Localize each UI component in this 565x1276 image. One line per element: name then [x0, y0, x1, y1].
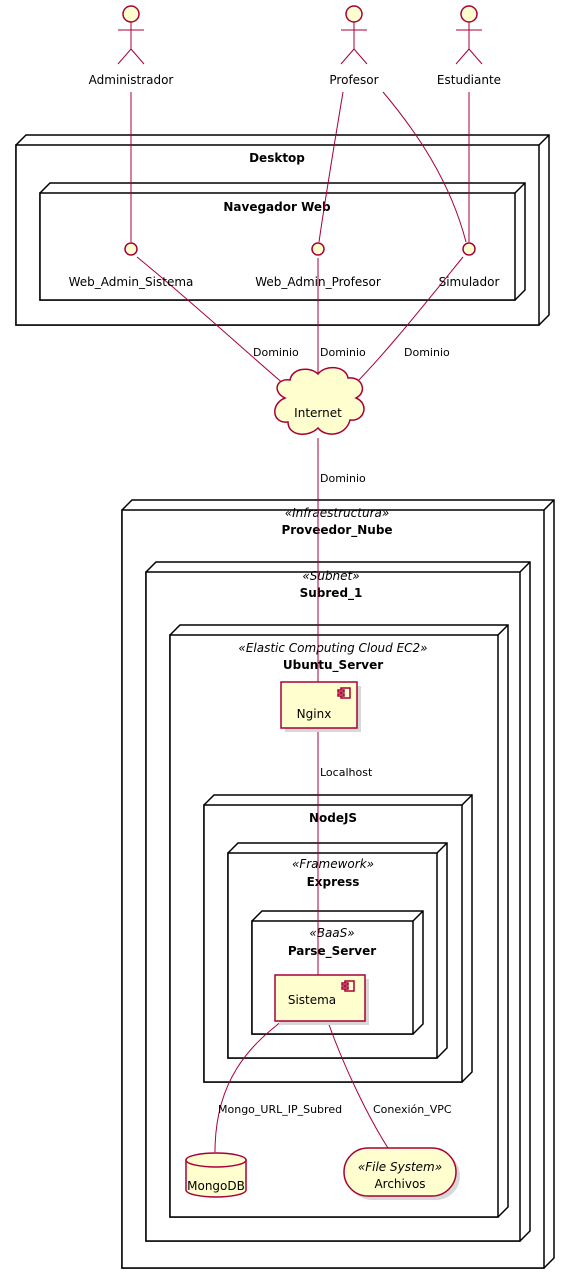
storage-archivos-stereotype: «File System»	[358, 1160, 442, 1174]
component-sistema: Sistema	[274, 974, 369, 1025]
edge-sistema-archivos	[327, 1021, 389, 1149]
actor-profesor-label: Profesor	[329, 73, 378, 87]
node-ubuntu-stereotype: «Elastic Computing Cloud EC2»	[238, 641, 427, 655]
cloud-internet: Internet	[274, 366, 365, 435]
interface-web-admin-profesor-label: Web_Admin_Profesor	[255, 275, 381, 289]
node-navegador-title: Navegador Web	[223, 200, 331, 214]
edge-webadmin-internet	[136, 256, 293, 392]
interface-simulador-label: Simulador	[439, 275, 500, 289]
actor-administrador-label: Administrador	[89, 73, 174, 87]
component-icon	[340, 687, 351, 699]
actor-profesor: Profesor	[329, 5, 379, 87]
interface-web-admin-sistema: Web_Admin_Sistema	[69, 242, 194, 289]
node-express-stereotype: «Framework»	[292, 857, 374, 871]
edge-profesor-webprofesor	[318, 91, 344, 243]
cloud-internet-label: Internet	[294, 406, 342, 420]
component-nginx-label: Nginx	[297, 707, 332, 721]
edges	[130, 91, 470, 1153]
actor-estudiante: Estudiante	[437, 5, 501, 87]
edge-sistema-mongodb	[214, 1017, 287, 1153]
storage-archivos: «File System» Archivos	[343, 1147, 460, 1200]
actor-estudiante-label: Estudiante	[437, 73, 501, 87]
node-nodejs-title: NodeJS	[309, 811, 357, 825]
edge-label-localhost: Localhost	[320, 766, 373, 779]
component-sistema-label: Sistema	[288, 993, 336, 1007]
edge-label-dominio-2: Dominio	[320, 346, 366, 359]
database-mongodb-label: MongoDB	[187, 1179, 245, 1193]
node-parse-title: Parse_Server	[288, 944, 376, 959]
storage-archivos-label: Archivos	[374, 1177, 425, 1191]
edge-label-dominio-3: Dominio	[404, 346, 450, 359]
node-desktop-title: Desktop	[249, 151, 305, 165]
interface-web-admin-sistema-label: Web_Admin_Sistema	[69, 275, 194, 289]
edge-label-mongo-url: Mongo_URL_IP_Subred	[218, 1103, 342, 1116]
node-navegador-web: Navegador Web	[39, 182, 526, 301]
node-express-title: Express	[307, 875, 360, 889]
node-proveedor-stereotype: «Infraestructura»	[285, 506, 390, 520]
edge-profesor-simulador	[382, 91, 467, 243]
component-icon	[344, 980, 355, 992]
node-proveedor-title: Proveedor_Nube	[281, 523, 392, 538]
node-ubuntu-title: Ubuntu_Server	[283, 658, 383, 673]
interface-web-admin-profesor: Web_Admin_Profesor	[255, 242, 381, 289]
node-subred-title: Subred_1	[300, 586, 363, 601]
interface-simulador: Simulador	[439, 242, 500, 289]
component-nginx: Nginx	[280, 681, 361, 732]
node-subred-stereotype: «Subnet»	[302, 569, 359, 583]
edge-label-conexion-vpc: Conexión_VPC	[373, 1103, 452, 1116]
node-parse-stereotype: «BaaS»	[309, 926, 354, 940]
edge-label-dominio-1: Dominio	[253, 346, 299, 359]
edge-label-dominio-4: Dominio	[320, 472, 366, 485]
database-mongodb: MongoDB	[185, 1152, 247, 1198]
edge-simulador-internet	[347, 256, 464, 392]
actor-administrador: Administrador	[89, 5, 174, 87]
